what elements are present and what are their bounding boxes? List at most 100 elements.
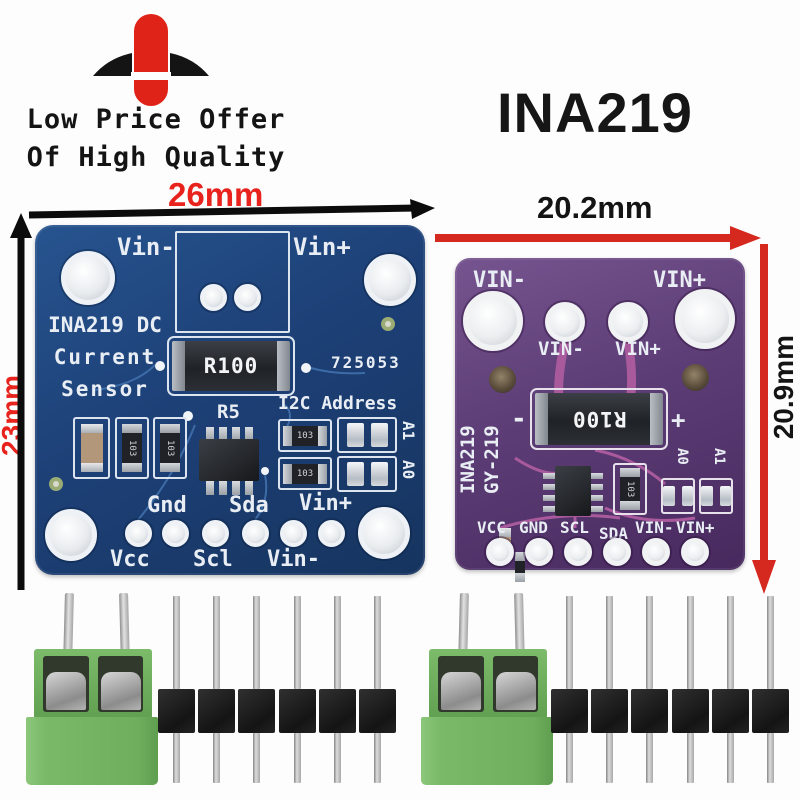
solder-pad bbox=[681, 486, 693, 506]
solder-pad bbox=[346, 423, 364, 447]
ina219-ic-chip bbox=[199, 439, 259, 481]
shunt-value: R100 bbox=[203, 354, 259, 378]
shunt-value: R100 bbox=[571, 407, 627, 431]
terminal-wire-slot bbox=[492, 656, 538, 712]
header-pin bbox=[766, 596, 774, 689]
screw-terminal-block bbox=[26, 592, 158, 785]
ic-pin bbox=[591, 494, 603, 501]
header-pin bbox=[373, 733, 381, 783]
smd-capacitor bbox=[80, 424, 103, 472]
via bbox=[301, 363, 311, 373]
terminal-hole bbox=[234, 284, 261, 311]
smd-resistor-value: 103 bbox=[296, 430, 314, 441]
terminal-hole bbox=[200, 284, 227, 311]
header-plastic bbox=[591, 689, 629, 733]
mounting-hole bbox=[358, 507, 410, 559]
vin-minus-label: VIN- bbox=[635, 518, 674, 537]
mounting-hole bbox=[364, 254, 416, 306]
purple-title-line1: INA219 bbox=[457, 425, 479, 494]
header-pin bbox=[253, 733, 261, 783]
pin-hole bbox=[202, 520, 229, 547]
terminal-lower-body bbox=[421, 717, 553, 785]
header-pin bbox=[726, 596, 734, 689]
header-pin bbox=[686, 596, 694, 689]
ic-pin bbox=[543, 483, 555, 490]
a0-label: A0 bbox=[399, 460, 418, 480]
pin-hole bbox=[280, 520, 307, 547]
header-pin bbox=[606, 596, 614, 689]
purple-vin-plus-top-label: VIN+ bbox=[653, 268, 706, 293]
blue-title-line3: Sensor bbox=[61, 377, 149, 401]
header-pin-unit bbox=[158, 596, 195, 783]
smd-resistor: 103 bbox=[620, 468, 640, 510]
a0-jumper-pads bbox=[661, 478, 695, 514]
header-pin-unit bbox=[551, 596, 588, 783]
header-plastic bbox=[631, 689, 669, 733]
arrow-right-black-icon bbox=[28, 199, 435, 219]
solder-pad bbox=[719, 486, 731, 506]
header-pin bbox=[566, 733, 573, 783]
ic-pin bbox=[231, 481, 240, 495]
header-pin bbox=[686, 733, 694, 783]
pin-header-6p bbox=[158, 596, 396, 783]
header-plastic bbox=[158, 689, 195, 733]
header-plastic bbox=[358, 689, 396, 733]
header-plastic bbox=[551, 689, 588, 733]
purple-module-board: VIN- VIN+ VIN- VIN+ INA219 GY-219 - R100… bbox=[455, 258, 745, 582]
header-pin bbox=[566, 596, 573, 689]
product-title: INA219 bbox=[497, 81, 693, 144]
smd-resistor: 103 bbox=[160, 424, 180, 472]
solder-pad bbox=[346, 462, 364, 486]
pin-hole bbox=[318, 520, 345, 547]
header-pin bbox=[373, 596, 381, 689]
purple-vin-minus-mid-label: VIN- bbox=[538, 338, 584, 360]
header-pin-unit bbox=[591, 596, 629, 783]
pin-hole bbox=[242, 520, 269, 547]
header-pin-unit bbox=[631, 596, 669, 783]
pin-hole bbox=[564, 538, 592, 566]
smd-resistor: 103 bbox=[283, 425, 327, 446]
header-pin bbox=[293, 596, 301, 689]
header-pin-unit bbox=[238, 596, 276, 783]
pin-hole bbox=[125, 520, 152, 547]
header-pin bbox=[173, 596, 180, 689]
header-pin-unit bbox=[278, 596, 316, 783]
header-pin bbox=[253, 596, 261, 689]
header-pin bbox=[726, 733, 734, 783]
terminal-clamp bbox=[441, 672, 481, 710]
vin-minus-hole bbox=[545, 302, 585, 342]
solder-pad bbox=[370, 423, 388, 447]
arrow-right-red-icon bbox=[435, 226, 761, 250]
vinplus-label: Vin+ bbox=[299, 491, 352, 516]
terminal-upper-body bbox=[429, 649, 547, 719]
pin-hole bbox=[525, 538, 553, 566]
smd-resistor-value: 103 bbox=[127, 439, 137, 457]
vinminus-label: Vin- bbox=[267, 547, 320, 572]
arrow-down-red-icon bbox=[752, 244, 776, 594]
terminal-wire-slot bbox=[97, 656, 143, 712]
pin-hole bbox=[603, 538, 631, 566]
ic-pins-right bbox=[591, 470, 603, 514]
header-plastic bbox=[278, 689, 316, 733]
resistor-outline: 103 bbox=[153, 417, 187, 479]
header-pin bbox=[173, 733, 180, 783]
terminal-clamp bbox=[100, 672, 141, 710]
header-pin bbox=[766, 733, 774, 783]
ic-pin bbox=[218, 481, 227, 495]
gnd-label: GND bbox=[519, 518, 548, 537]
terminal-lower-body bbox=[26, 717, 158, 785]
scl-label: SCL bbox=[560, 518, 589, 537]
r5-label: R5 bbox=[217, 401, 240, 423]
smd-resistor: 103 bbox=[122, 424, 142, 472]
ic-pin bbox=[218, 427, 227, 441]
smd-resistor: 103 bbox=[283, 463, 327, 484]
vcc-label: VCC bbox=[477, 518, 506, 537]
a1-jumper-pads bbox=[337, 417, 397, 453]
i2c-address-label: I2C Address bbox=[278, 393, 398, 414]
dim-blue-width-label: 26mm bbox=[168, 176, 264, 213]
terminal-footprint-outline bbox=[175, 231, 290, 333]
via bbox=[381, 317, 395, 331]
pin-header-6p bbox=[551, 596, 789, 783]
header-plastic bbox=[198, 689, 236, 733]
